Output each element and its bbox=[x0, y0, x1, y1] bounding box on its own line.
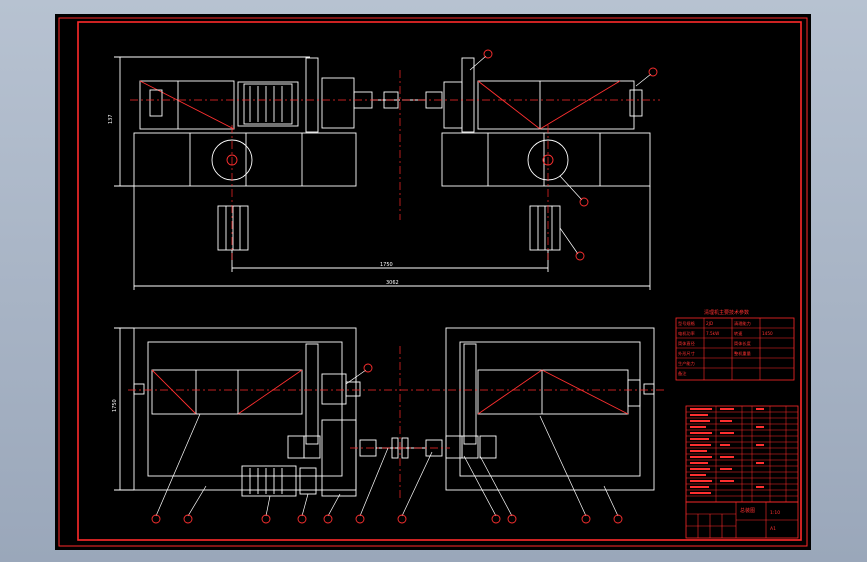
parts-list-text bbox=[690, 408, 764, 494]
balloon bbox=[297, 514, 307, 524]
front-view bbox=[114, 56, 651, 290]
spec-cell: 筒体长度 bbox=[734, 340, 752, 347]
part-balloons bbox=[151, 49, 658, 524]
balloon bbox=[355, 514, 365, 524]
spec-cell: 生产能力 bbox=[678, 360, 695, 367]
balloon bbox=[363, 363, 373, 373]
top-centerlines bbox=[128, 346, 664, 500]
dim-front-inner-span: 1750 bbox=[380, 262, 393, 268]
outer-frame bbox=[58, 17, 808, 547]
spec-table: 清理机主要技术参数 型号规格 2JD 清理能力 电机功率 7.5kW 转速 14… bbox=[675, 309, 795, 381]
dim-front-height: 137 bbox=[108, 114, 114, 124]
balloon bbox=[575, 251, 585, 261]
spec-cell: 7.5kW bbox=[706, 331, 719, 336]
balloon bbox=[483, 49, 493, 59]
leader-lines bbox=[155, 55, 652, 517]
balloon bbox=[648, 67, 658, 77]
title-block bbox=[685, 501, 799, 539]
balloon bbox=[183, 514, 193, 524]
balloon bbox=[507, 514, 517, 524]
spec-cell: 型号规格 bbox=[678, 320, 696, 327]
spec-table-title: 清理机主要技术参数 bbox=[704, 309, 749, 316]
parts-list bbox=[685, 405, 799, 503]
inner-frame bbox=[77, 21, 802, 541]
drawing-sheet bbox=[55, 14, 811, 550]
balloon bbox=[323, 514, 333, 524]
title-block-sheet: A1 bbox=[770, 526, 776, 532]
spec-cell: 电机功率 bbox=[678, 330, 695, 337]
title-block-drawing-name: 总装图 bbox=[740, 507, 755, 514]
title-block-scale: 1:10 bbox=[770, 510, 780, 516]
spec-cell: 外形尺寸 bbox=[678, 350, 695, 357]
spec-cell: 转速 bbox=[734, 330, 743, 337]
spec-cell: 整机重量 bbox=[734, 350, 751, 357]
spec-cell: 清理能力 bbox=[734, 320, 751, 327]
dim-top-height: 1750 bbox=[112, 399, 118, 412]
spec-cell: 2JD bbox=[706, 321, 713, 326]
spec-cell: 备注 bbox=[678, 370, 687, 377]
balloon bbox=[397, 514, 407, 524]
balloon bbox=[579, 197, 589, 207]
spec-cell: 筒体直径 bbox=[678, 340, 695, 347]
balloon bbox=[581, 514, 591, 524]
front-centerlines bbox=[130, 70, 660, 260]
balloon bbox=[151, 514, 161, 524]
balloon bbox=[491, 514, 501, 524]
spec-cell: 1450 bbox=[762, 331, 773, 336]
balloon bbox=[613, 514, 623, 524]
dim-front-total-span: 3062 bbox=[386, 280, 399, 286]
balloon bbox=[261, 514, 271, 524]
